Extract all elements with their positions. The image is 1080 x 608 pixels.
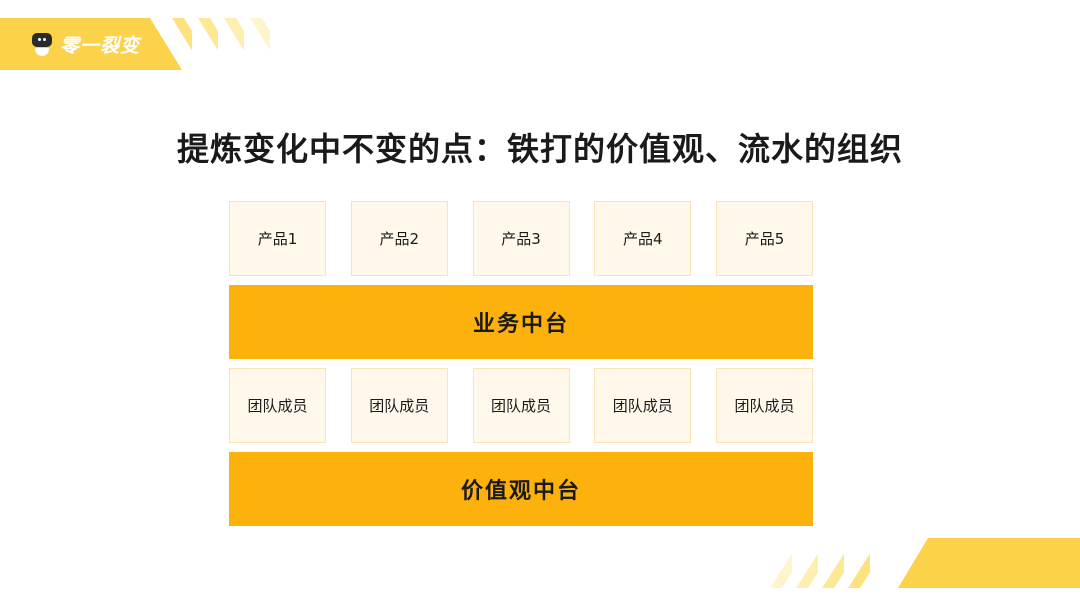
product-box: 产品3 — [472, 201, 570, 276]
team-member-box: 团队成员 — [594, 368, 692, 443]
decorative-stripe — [250, 18, 270, 70]
decorative-stripe — [198, 18, 218, 70]
product-box: 产品1 — [229, 201, 326, 276]
decorative-stripe — [224, 18, 244, 70]
robot-mascot-icon — [30, 31, 54, 57]
decorative-stripe — [796, 538, 818, 588]
product-box: 产品5 — [716, 201, 813, 276]
product-box: 产品2 — [350, 201, 448, 276]
team-member-box: 团队成员 — [716, 368, 813, 443]
decorative-stripe — [822, 538, 844, 588]
page-title: 提炼变化中不变的点：铁打的价值观、流水的组织 — [176, 130, 903, 168]
decorative-stripe — [848, 538, 870, 588]
org-diagram: 产品1 产品2 产品3 产品4 产品5 业务中台 团队成员 团队成员 团队成员 … — [229, 201, 813, 526]
team-member-box: 团队成员 — [229, 368, 326, 443]
product-box: 产品4 — [594, 201, 692, 276]
logo-banner: 零一裂变 — [0, 18, 182, 70]
team-member-box: 团队成员 — [472, 368, 570, 443]
member-row: 团队成员 团队成员 团队成员 团队成员 团队成员 — [229, 368, 813, 443]
decorative-stripe — [770, 538, 792, 588]
product-row: 产品1 产品2 产品3 产品4 产品5 — [229, 201, 813, 276]
values-platform-bar: 价值观中台 — [229, 452, 813, 526]
bottom-banner — [898, 538, 1080, 588]
brand-name: 零一裂变 — [60, 34, 141, 57]
team-member-box: 团队成员 — [350, 368, 448, 443]
business-platform-bar: 业务中台 — [229, 285, 813, 359]
